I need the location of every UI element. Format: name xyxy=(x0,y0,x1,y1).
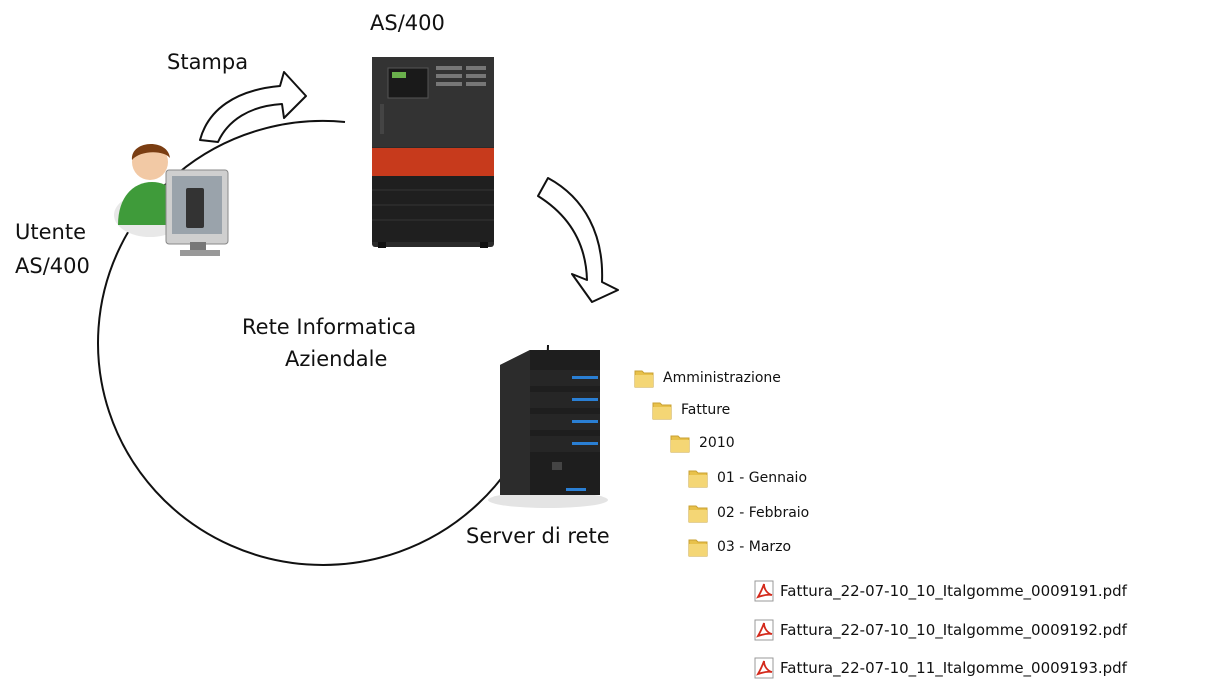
folder-icon xyxy=(670,435,690,453)
folder-febbraio[interactable]: 02 - Febbraio xyxy=(687,502,809,524)
folder-label: Amministrazione xyxy=(663,370,781,386)
folder-icon xyxy=(688,505,708,523)
network-server xyxy=(488,350,608,508)
pdf-file-0009193[interactable]: Fattura_22-07-10_11_Italgomme_0009193.pd… xyxy=(752,657,1127,679)
folder-2010[interactable]: 2010 xyxy=(669,432,735,454)
pdf-file-label: Fattura_22-07-10_10_Italgomme_0009192.pd… xyxy=(780,621,1127,639)
print-arrow-shape xyxy=(199,71,307,143)
rete-label-line1: Rete Informatica xyxy=(242,315,417,339)
utente-label-line2: AS/400 xyxy=(15,254,90,278)
pdf-file-label: Fattura_22-07-10_11_Italgomme_0009193.pd… xyxy=(780,659,1127,677)
as400-label: AS/400 xyxy=(370,11,445,35)
folder-label: 03 - Marzo xyxy=(717,539,792,555)
server-label: Server di rete xyxy=(466,524,610,548)
folder-label: 01 - Gennaio xyxy=(717,470,808,486)
folder-icon xyxy=(688,470,708,488)
computer-monitor xyxy=(165,169,229,256)
stampa-label: Stampa xyxy=(167,50,249,74)
folder-marzo[interactable]: 03 - Marzo xyxy=(687,536,791,558)
folder-label: Fatture xyxy=(681,402,731,418)
pdf-icon xyxy=(754,657,774,679)
pdf-icon xyxy=(754,580,774,602)
folder-label: 2010 xyxy=(699,435,735,451)
transfer-arrow-shape xyxy=(537,177,619,303)
folder-fatture[interactable]: Fatture xyxy=(651,399,730,421)
folder-icon xyxy=(634,370,654,388)
rete-label-line2: Aziendale xyxy=(285,347,388,371)
folder-icon xyxy=(688,539,708,557)
folder-amministrazione[interactable]: Amministrazione xyxy=(633,367,781,389)
network-circle xyxy=(97,119,549,566)
folder-label: 02 - Febbraio xyxy=(717,505,810,521)
folder-gennaio[interactable]: 01 - Gennaio xyxy=(687,467,807,489)
utente-label-line1: Utente xyxy=(15,220,86,244)
pdf-file-0009192[interactable]: Fattura_22-07-10_10_Italgomme_0009192.pd… xyxy=(752,619,1127,641)
folder-icon xyxy=(652,402,672,420)
as400-machine xyxy=(372,57,494,248)
pdf-file-label: Fattura_22-07-10_10_Italgomme_0009191.pd… xyxy=(780,582,1127,600)
pdf-file-0009191[interactable]: Fattura_22-07-10_10_Italgomme_0009191.pd… xyxy=(752,580,1127,602)
pdf-icon xyxy=(754,619,774,641)
